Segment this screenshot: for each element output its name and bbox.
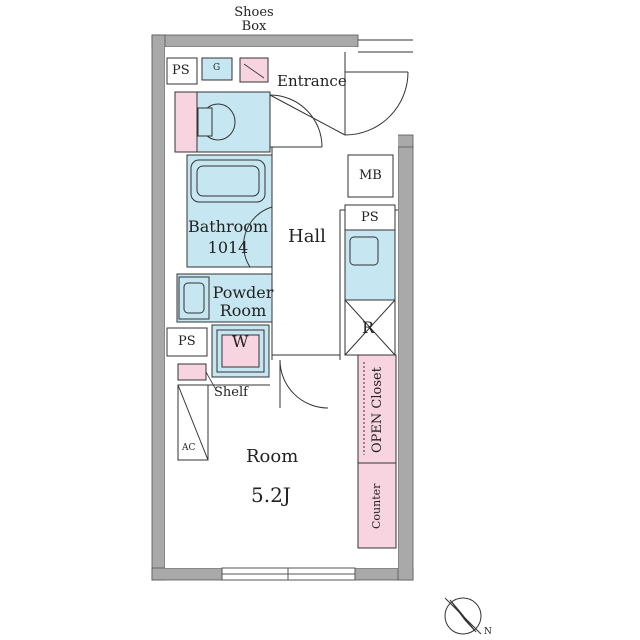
washer-area [211,324,270,378]
mb-label: MB [359,168,382,183]
ps-left-box [166,327,208,357]
bathroom-label-line1: Bathroom [187,217,269,236]
mb-box [347,154,394,198]
entrance-label: Entrance [277,72,347,90]
compass [444,597,482,635]
toilet-area [174,91,323,153]
w-label: W [232,332,249,351]
shoes-box-label-line1: Shoes [234,5,274,20]
shoes-box [239,57,269,83]
room-label: Room [246,446,299,467]
bathroom-label-line2: 1014 [207,238,249,257]
g-label: G [213,63,221,73]
closet-counter [357,354,397,549]
ps-right-box [344,204,396,231]
r-label: R [362,318,375,337]
bathroom-area [186,154,273,268]
ac-label: AC [182,443,196,453]
shelf [177,363,207,381]
hall-label: Hall [288,226,326,247]
shoes-box-label: Shoes Box [228,6,280,34]
kitchen [344,229,396,356]
ps-left-label: PS [178,334,196,349]
ps-top-label: PS [172,63,190,78]
powder-room-label: Powder Room [210,284,276,320]
window-bottom [221,567,356,581]
counter-label: Counter [370,483,383,529]
compass-n-label: N [484,627,492,637]
ps-top-box [166,57,198,85]
bathroom-label: Bathroom 1014 [184,216,272,258]
shelf-label: Shelf [214,385,248,400]
powder-room-area [176,273,273,323]
room-size-label: 5.2J [251,483,291,507]
powder-room-label-line1: Powder [212,283,274,302]
powder-room-label-line2: Room [219,301,267,320]
ac-unit [177,384,209,461]
shoes-box-label-line2: Box [241,19,267,34]
entrance-door [269,39,413,136]
open-closet-label: OPEN Closet [370,367,385,453]
g-box [201,57,233,81]
ps-right-label: PS [361,210,379,225]
